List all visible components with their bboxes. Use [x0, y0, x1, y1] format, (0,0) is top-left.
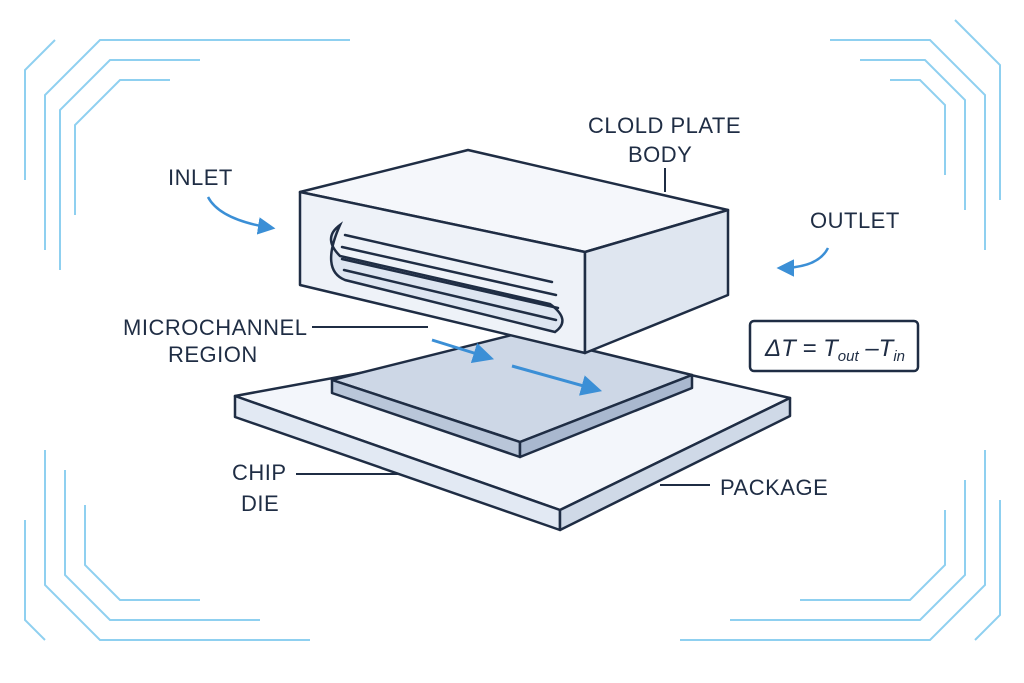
- equation-sub-out: out: [838, 348, 860, 365]
- cold-plate-body-label-line2: BODY: [628, 142, 692, 167]
- circuit-frame-bottom-right: [680, 450, 1001, 641]
- circuit-frame-top-left: [24, 39, 350, 270]
- circuit-frame-top-right: [830, 19, 1001, 250]
- flow-arrows: [431, 338, 603, 396]
- equation-box: ΔT = Tout –Tin: [748, 319, 920, 373]
- circuit-frame-bottom-left: [24, 450, 310, 641]
- outlet-label: OUTLET: [810, 208, 900, 233]
- microchannel-label-line2: REGION: [168, 342, 258, 367]
- inlet-slot: [329, 221, 564, 334]
- equation-sub-in: in: [893, 348, 905, 365]
- package-label: PACKAGE: [720, 475, 828, 500]
- microchannel-label-line1: MICROCHANNEL: [123, 315, 307, 340]
- equation-t-in: T: [879, 335, 896, 362]
- cold-plate-body: [298, 148, 730, 355]
- inlet-arrow: [206, 196, 276, 235]
- cold-plate-body-label-line1: CLOLD PLATE: [588, 113, 741, 138]
- chip-die-label-line1: CHIP: [232, 460, 287, 485]
- equation-minus: –: [859, 335, 880, 362]
- inlet-label: INLET: [168, 165, 233, 190]
- outlet-arrow: [776, 247, 830, 277]
- chip-die: [330, 331, 694, 459]
- temperature-equation: ΔT = Tout –Tin: [764, 335, 905, 365]
- equation-t-out: T: [823, 335, 840, 362]
- chip-die-label-line2: DIE: [241, 491, 279, 516]
- leader-lines: [296, 168, 710, 486]
- equation-lhs: ΔT =: [764, 335, 823, 362]
